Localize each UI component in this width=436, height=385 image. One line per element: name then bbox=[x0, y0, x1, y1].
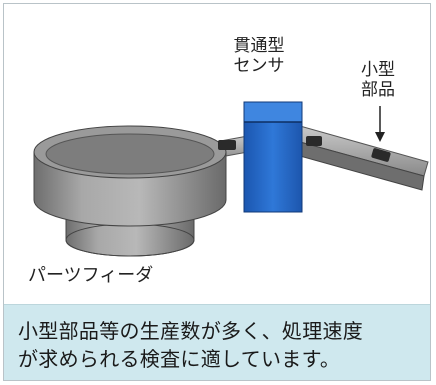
caption-line1: 小型部品等の生産数が多く、処理速度 bbox=[18, 319, 364, 343]
part-icon bbox=[306, 136, 322, 146]
through-beam-sensor bbox=[243, 101, 303, 213]
conveyor-rail bbox=[203, 125, 429, 191]
small-parts bbox=[218, 136, 391, 162]
parts-feeder-illustration bbox=[33, 101, 429, 257]
down-arrow-icon bbox=[375, 106, 385, 142]
part-icon bbox=[371, 148, 391, 162]
part-label-line2: 部品 bbox=[361, 80, 395, 100]
part-icon bbox=[218, 140, 236, 150]
small-part-label: 小型 部品 bbox=[350, 60, 406, 100]
sensor-label-line1: 貫通型 bbox=[233, 36, 285, 56]
sensor-label: 貫通型 センサ bbox=[220, 36, 298, 76]
part-label-line1: 小型 bbox=[361, 60, 395, 80]
parts-feeder-label: パーツフィーダ bbox=[28, 265, 154, 286]
parts-feeder bbox=[33, 125, 227, 257]
caption-box: 小型部品等の生産数が多く、処理速度 が求められる検査に適しています。 bbox=[4, 304, 430, 380]
caption-line2: が求められる検査に適しています。 bbox=[18, 347, 341, 371]
figure-panel: 貫通型 センサ 小型 部品 パーツフィーダ 小型部品等の生産数が多く、処理速度 … bbox=[3, 3, 431, 381]
sensor-label-line2: センサ bbox=[233, 56, 285, 76]
